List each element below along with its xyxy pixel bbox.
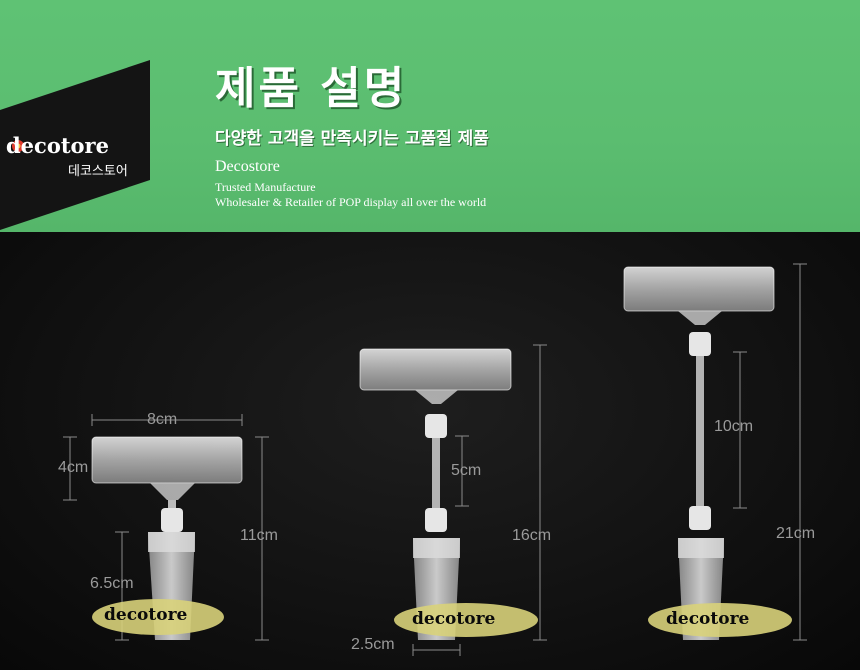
page-subtitle: 다양한 고객을 만족시키는 고품질 제품 [215,129,489,149]
company-name: Decostore [215,158,280,175]
tagline-2: Wholesaler & Retailer of POP display all… [215,195,487,209]
watermark-2: decotore [412,609,496,629]
dim-small-width: 8cm [147,411,178,428]
watermark-oval-3 [648,603,792,637]
dim-small-height: 4cm [58,459,89,476]
tagline-1: Trusted Manufacture [215,180,316,194]
dim-large-stem: 10cm [714,418,754,435]
holder-medium [359,348,512,640]
dim-large-total: 21cm [776,525,816,542]
dim-medium-clip-width: 2.5cm [351,636,395,653]
watermark-3: decotore [666,609,750,629]
logo-wordmark: decotore [6,133,109,158]
holder-large [623,266,775,640]
watermark-oval-2 [394,603,538,637]
watermark-oval-1 [92,599,224,635]
page-title: 제품 설명 [215,63,408,114]
dim-small-total: 11cm [240,527,278,544]
logo-korean: 데코스토어 [68,164,128,179]
dim-medium-stem: 5cm [451,462,482,479]
watermark-1: decotore [104,605,188,625]
logo-panel [0,60,150,230]
dim-small-clip: 6.5cm [90,575,134,592]
dim-medium-total: 16cm [512,527,552,544]
